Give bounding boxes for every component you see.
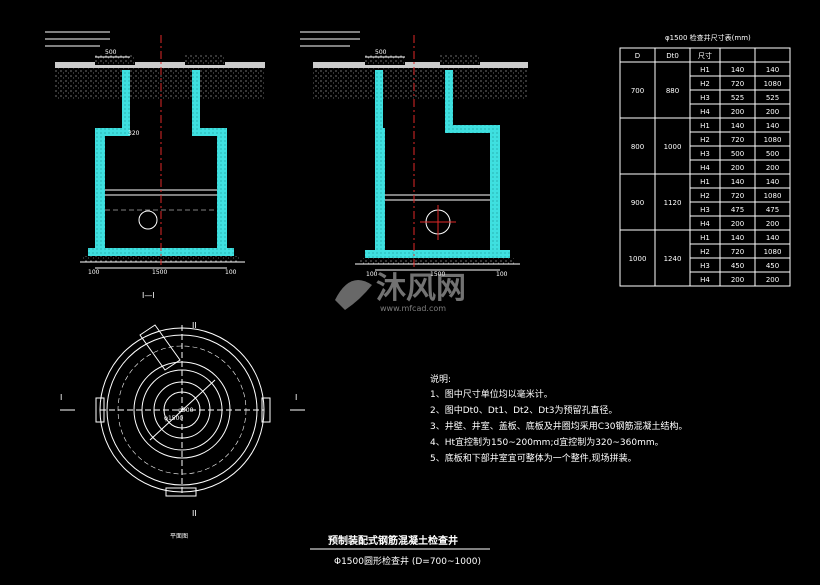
table-cell: 200: [731, 164, 744, 172]
cut-mark-II-bottom: II: [192, 509, 197, 518]
table-cell: H2: [700, 192, 710, 200]
table-cell: 475: [766, 206, 779, 214]
dim-500-left: 500: [105, 49, 117, 56]
dim-100-d: 100: [496, 271, 508, 278]
watermark-brand: 沐风网: [376, 271, 466, 306]
table-cell: 140: [731, 122, 744, 130]
table-cell: 720: [731, 192, 744, 200]
table-cell: 720: [731, 136, 744, 144]
table-title: φ1500 检查井尺寸表(mm): [665, 33, 751, 42]
table-cell: 140: [766, 234, 779, 242]
dim-500-right: 500: [375, 49, 387, 56]
dim-320: 320: [128, 130, 140, 137]
table-cell: 475: [731, 206, 744, 214]
table-cell: 200: [766, 220, 779, 228]
table-cell: 140: [766, 66, 779, 74]
table-cell: H3: [700, 150, 710, 158]
note-3: 3、井壁、井室、盖板、底板及井圈均采用C30钢筋混凝土结构。: [430, 420, 687, 432]
table-cell: 1080: [764, 192, 782, 200]
table-cell: H3: [700, 94, 710, 102]
plan-view: φ900 φ1500 II II I I 平面图: [60, 321, 305, 540]
section-II-view: 500 1500 100 100: [300, 31, 528, 278]
dim-100-c: 100: [366, 271, 378, 278]
table-cell: 500: [766, 150, 779, 158]
cut-mark-I-left: I: [60, 393, 62, 402]
table-cell: 720: [731, 248, 744, 256]
table-cell: 140: [731, 178, 744, 186]
table-cell: 200: [731, 108, 744, 116]
table-cell: H3: [700, 262, 710, 270]
table-cell-D: 1000: [629, 255, 647, 263]
table-cell: H2: [700, 80, 710, 88]
drawing-title: 预制装配式钢筋混凝土检查井: [328, 534, 458, 547]
table-cell: 720: [731, 80, 744, 88]
table-cell: H2: [700, 248, 710, 256]
table-cell: 200: [766, 108, 779, 116]
watermark-logo-icon: [335, 280, 372, 310]
notes-block: 说明: 1、图中尺寸单位均以毫米计。 2、图中Dt0、Dt1、Dt2、Dt3为预…: [430, 373, 687, 464]
dim-100-a: 100: [88, 269, 100, 276]
dim-1500-right: 1500: [430, 271, 445, 278]
table-cell: H4: [700, 108, 710, 116]
table-cell-D: 900: [631, 199, 644, 207]
table-cell: 200: [766, 164, 779, 172]
table-cell: H3: [700, 206, 710, 214]
dim-phi-1500: φ1500: [164, 415, 183, 422]
table-cell-Dt0: 1120: [664, 199, 682, 207]
note-2: 2、图中Dt0、Dt1、Dt2、Dt3为预留孔直径。: [430, 404, 617, 416]
dim-100-b: 100: [225, 269, 237, 276]
dim-phi-900: φ900: [178, 407, 194, 414]
table-cell: 200: [731, 220, 744, 228]
cut-mark-I-right: I: [295, 393, 297, 402]
note-4: 4、Ht宜控制为150~200mm;d宜控制为320~360mm。: [430, 436, 664, 448]
table-cell: 140: [731, 66, 744, 74]
table-cell: 525: [766, 94, 779, 102]
table-cell: H1: [700, 178, 710, 186]
watermark: 沐风网 www.mfcad.com: [335, 271, 466, 313]
section-I-view: 500 1500 100 100 320 I—I: [45, 31, 265, 300]
drawing-subtitle: Φ1500圆形检查井 (D=700~1000): [334, 555, 481, 567]
table-header-cell: 尺寸: [698, 51, 712, 60]
watermark-url: www.mfcad.com: [380, 304, 446, 313]
table-cell: 500: [731, 150, 744, 158]
table-cell-Dt0: 1000: [664, 143, 682, 151]
table-cell: 450: [766, 262, 779, 270]
table-cell-Dt0: 880: [666, 87, 679, 95]
table-cell: 450: [731, 262, 744, 270]
title-block: 预制装配式钢筋混凝土检查井 Φ1500圆形检查井 (D=700~1000): [310, 534, 490, 567]
table-cell: 200: [731, 276, 744, 284]
table-header-cell: D: [635, 52, 640, 60]
table-cell: 1080: [764, 136, 782, 144]
note-1: 1、图中尺寸单位均以毫米计。: [430, 388, 553, 400]
table-cell: H1: [700, 122, 710, 130]
note-5: 5、底板和下部井室宜可整体为一个整件,现场拼装。: [430, 452, 637, 464]
table-header-cell: Dt0: [666, 52, 679, 60]
table-cell: H4: [700, 220, 710, 228]
cut-mark-II-top: II: [192, 321, 197, 330]
table-cell-Dt0: 1240: [664, 255, 682, 263]
table-cell: 200: [766, 276, 779, 284]
table-cell: 1080: [764, 80, 782, 88]
table-cell: 140: [766, 122, 779, 130]
table-cell: 140: [731, 234, 744, 242]
table-cell: H1: [700, 66, 710, 74]
table-cell-D: 700: [631, 87, 644, 95]
table-cell: H4: [700, 164, 710, 172]
table-cell: H2: [700, 136, 710, 144]
plan-label: 平面图: [170, 533, 188, 540]
dim-1500-left: 1500: [152, 269, 167, 276]
table-cell: H4: [700, 276, 710, 284]
table-cell: H1: [700, 234, 710, 242]
table-cell-D: 800: [631, 143, 644, 151]
notes-title: 说明:: [430, 373, 451, 385]
table-cell: 140: [766, 178, 779, 186]
table-cell: 525: [731, 94, 744, 102]
table-cell: 1080: [764, 248, 782, 256]
section-label-I: I—I: [142, 291, 155, 300]
